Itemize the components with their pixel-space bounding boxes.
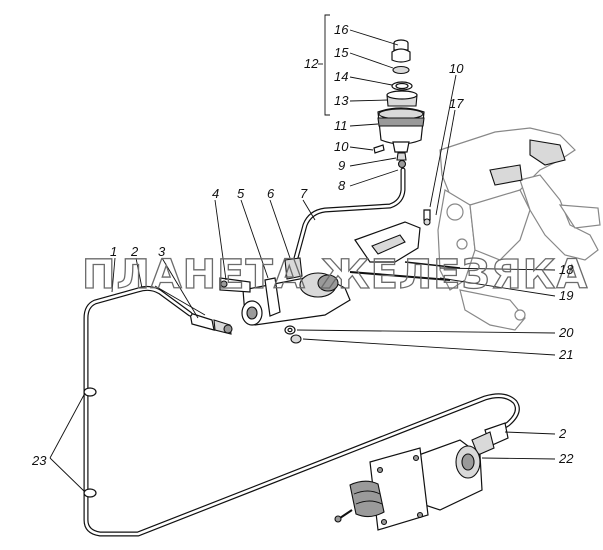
label-7: 7	[300, 186, 308, 201]
label-8: 8	[338, 178, 346, 193]
hose-7	[293, 167, 406, 261]
label-17: 17	[449, 96, 464, 111]
washers-20-21	[284, 325, 302, 344]
label-21: 21	[558, 347, 573, 362]
pipe-1	[83, 285, 520, 537]
label-10-right: 10	[449, 61, 464, 76]
label-16: 16	[334, 22, 349, 37]
pedal-bracket-assembly	[437, 127, 601, 331]
label-6: 6	[267, 186, 275, 201]
label-14: 14	[334, 69, 348, 84]
label-23: 23	[31, 453, 47, 468]
label-2-top: 2	[130, 244, 139, 259]
label-18: 18	[559, 262, 574, 277]
label-13: 13	[334, 93, 349, 108]
label-5: 5	[237, 186, 245, 201]
reservoir-assembly	[373, 39, 425, 169]
fitting-3	[189, 312, 233, 335]
leader-lines	[49, 14, 556, 493]
watermark-text: ПЛАНЕТА ЖЕЛЕЗЯКА	[82, 252, 588, 298]
label-15: 15	[334, 45, 349, 60]
label-9: 9	[338, 158, 345, 173]
label-2-right: 2	[558, 426, 567, 441]
callout-labels: 16 15 12 14 13 11 10 9 8 10 17 4 5 6 7 1…	[31, 22, 574, 468]
label-1: 1	[110, 244, 117, 259]
label-12: 12	[304, 56, 319, 71]
bolt-17	[423, 209, 431, 226]
label-3: 3	[158, 244, 166, 259]
label-11: 11	[334, 118, 348, 133]
label-19: 19	[559, 288, 573, 303]
label-10-top: 10	[334, 139, 349, 154]
label-4: 4	[212, 186, 219, 201]
label-20: 20	[558, 325, 574, 340]
label-22: 22	[558, 451, 574, 466]
booster-22	[334, 422, 509, 531]
master-cylinder	[219, 221, 461, 326]
